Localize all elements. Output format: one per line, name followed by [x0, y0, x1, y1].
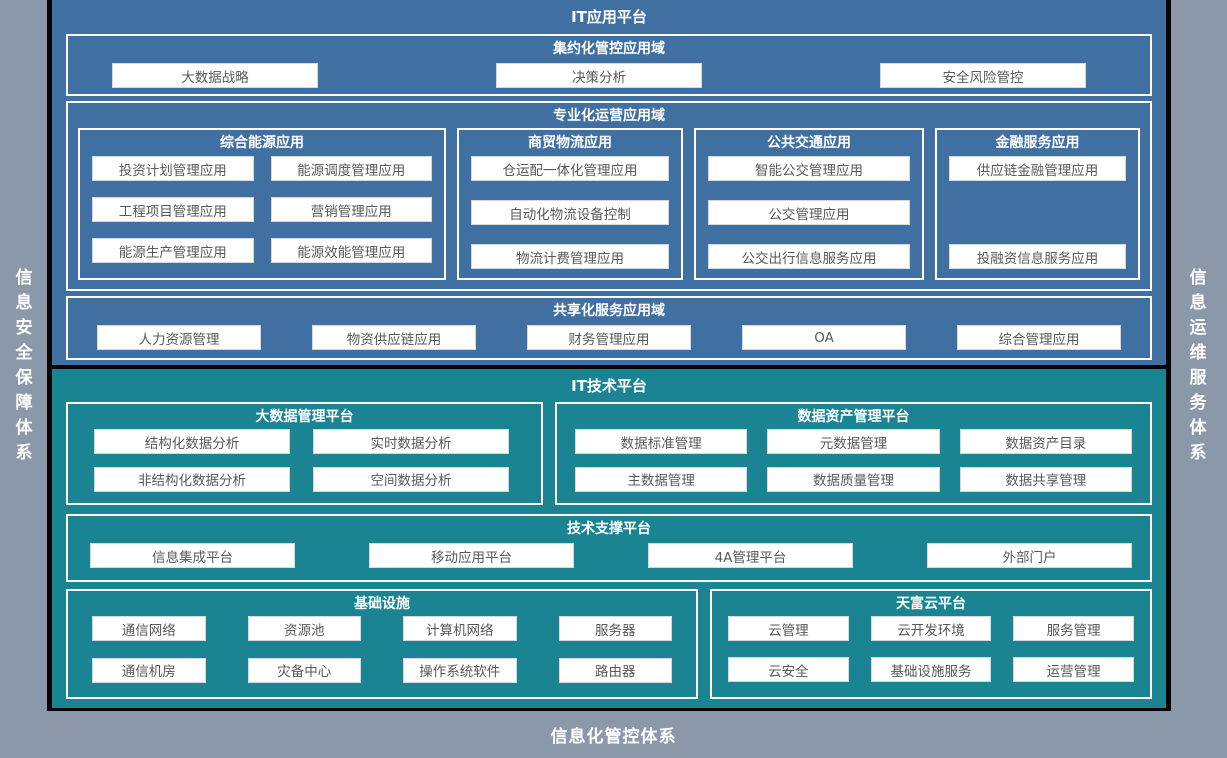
group-trade-logistics: 商贸物流应用 仓运配一体化管理应用 自动化物流设备控制 物流计费管理应用	[457, 128, 683, 280]
group-integrated-energy: 综合能源应用 投资计划管理应用 能源调度管理应用 工程项目管理应用 营销管理应用…	[78, 128, 446, 280]
bigdata-platform-title: 大数据管理平台	[255, 409, 354, 425]
card-spatial-data-analysis: 空间数据分析	[313, 466, 509, 492]
shared-service-domain-box: 共享化服务应用域 人力资源管理 物资供应链应用 财务管理应用 OA 综合管理应用	[66, 296, 1152, 360]
card-material-supply-chain: 物资供应链应用	[312, 325, 476, 350]
group-integrated-energy-items: 投资计划管理应用 能源调度管理应用 工程项目管理应用 营销管理应用 能源生产管理…	[80, 153, 444, 278]
card-info-integration-platform: 信息集成平台	[90, 543, 295, 568]
intensive-domain-items: 大数据战略 决策分析 安全风险管控	[68, 59, 1150, 88]
card-structured-data-analysis: 结构化数据分析	[94, 429, 290, 454]
card-router: 路由器	[558, 657, 672, 683]
professional-domain-groups: 综合能源应用 投资计划管理应用 能源调度管理应用 工程项目管理应用 营销管理应用…	[68, 126, 1150, 289]
card-energy-production: 能源生产管理应用	[92, 238, 254, 263]
card-data-quality-mgmt: 数据质量管理	[767, 466, 940, 492]
tianfu-cloud-platform-box: 天富云平台 云管理 云开发环境 服务管理 云安全 基础设施服务 运营管理	[710, 589, 1152, 699]
card-bus-mgmt: 公交管理应用	[708, 200, 910, 225]
card-comprehensive-mgmt: 综合管理应用	[957, 325, 1121, 350]
infrastructure-title: 基础设施	[354, 596, 410, 612]
card-smart-bus-mgmt: 智能公交管理应用	[708, 156, 910, 181]
tech-support-platform-items: 信息集成平台 移动应用平台 4A管理平台 外部门户	[68, 539, 1150, 568]
card-supply-chain-finance: 供应链金融管理应用	[949, 156, 1126, 181]
card-disaster-recovery-center: 灾备中心	[247, 657, 361, 683]
tech-support-platform-title: 技术支撑平台	[567, 521, 651, 537]
card-energy-dispatch: 能源调度管理应用	[270, 156, 432, 181]
card-hr-mgmt: 人力资源管理	[97, 325, 261, 350]
card-financial-mgmt: 财务管理应用	[527, 325, 691, 350]
card-bus-travel-info: 公交出行信息服务应用	[708, 244, 910, 269]
card-warehouse-transport-integration: 仓运配一体化管理应用	[471, 156, 669, 181]
left-sidebar-label: 信息安全保障体系	[15, 268, 33, 463]
app-platform-title: IT应用平台	[571, 8, 647, 26]
intensive-control-domain-box: 集约化管控应用域 大数据战略 决策分析 安全风险管控	[66, 34, 1152, 96]
card-resource-pool: 资源池	[247, 616, 361, 641]
card-cloud-mgmt: 云管理	[728, 616, 849, 641]
group-financial-services-items: 供应链金融管理应用 投融资信息服务应用	[937, 153, 1138, 278]
card-metadata-mgmt: 元数据管理	[767, 429, 940, 454]
professional-domain-title: 专业化运营应用域	[553, 108, 665, 124]
infrastructure-box: 基础设施 通信网络 资源池 计算机网络 服务器 通信机房 灾备中心 操作系统软件…	[66, 589, 698, 699]
card-data-sharing-mgmt: 数据共享管理	[959, 466, 1132, 492]
card-data-standard-mgmt: 数据标准管理	[575, 429, 748, 454]
card-energy-efficiency: 能源效能管理应用	[270, 238, 432, 263]
bigdata-mgmt-platform-box: 大数据管理平台 结构化数据分析 实时数据分析 非结构化数据分析 空间数据分析	[66, 402, 543, 505]
shared-domain-title: 共享化服务应用域	[553, 303, 665, 319]
card-data-asset-catalog: 数据资产目录	[959, 429, 1132, 454]
tech-platform-title: IT技术平台	[571, 377, 647, 395]
card-engineering-project: 工程项目管理应用	[92, 197, 254, 222]
card-external-portal: 外部门户	[927, 543, 1132, 568]
card-big-data-strategy: 大数据战略	[112, 63, 318, 88]
it-technology-platform-section: IT技术平台 大数据管理平台 结构化数据分析 实时数据分析 非结构化数据分析 空…	[52, 369, 1166, 711]
tech-platform-row-data: 大数据管理平台 结构化数据分析 实时数据分析 非结构化数据分析 空间数据分析 数…	[66, 402, 1152, 505]
architecture-diagram: IT应用平台 集约化管控应用域 大数据战略 决策分析 安全风险管控 专业化运营应…	[47, 0, 1171, 711]
group-financial-services-title: 金融服务应用	[995, 135, 1080, 151]
card-cloud-security: 云安全	[728, 657, 849, 682]
right-sidebar-label: 信息运维服务体系	[1189, 268, 1207, 463]
card-mobile-app-platform: 移动应用平台	[369, 543, 574, 568]
card-logistics-billing: 物流计费管理应用	[471, 244, 669, 269]
group-trade-logistics-title: 商贸物流应用	[528, 135, 612, 151]
tianfu-cloud-platform-title: 天富云平台	[896, 596, 966, 612]
card-master-data-mgmt: 主数据管理	[575, 466, 748, 492]
card-infra-services: 基础设施服务	[870, 657, 992, 682]
card-cloud-dev-env: 云开发环境	[870, 616, 992, 641]
card-server: 服务器	[558, 616, 672, 641]
card-investment-planning: 投资计划管理应用	[92, 156, 254, 181]
card-oa: OA	[742, 325, 906, 350]
card-decision-analysis: 决策分析	[496, 63, 702, 88]
group-financial-services: 金融服务应用 供应链金融管理应用 投融资信息服务应用	[935, 128, 1140, 280]
card-realtime-data-analysis: 实时数据分析	[313, 429, 509, 454]
card-computer-network: 计算机网络	[403, 616, 517, 641]
bigdata-platform-items: 结构化数据分析 实时数据分析 非结构化数据分析 空间数据分析	[68, 427, 541, 503]
shared-domain-items: 人力资源管理 物资供应链应用 财务管理应用 OA 综合管理应用	[68, 321, 1150, 350]
group-integrated-energy-title: 综合能源应用	[220, 135, 304, 151]
bottom-bar-label: 信息化管控体系	[550, 727, 677, 747]
group-public-transport-items: 智能公交管理应用 公交管理应用 公交出行信息服务应用	[696, 153, 922, 278]
infrastructure-items: 通信网络 资源池 计算机网络 服务器 通信机房 灾备中心 操作系统软件 路由器	[68, 614, 696, 697]
card-marketing-mgmt: 营销管理应用	[270, 197, 432, 222]
intensive-domain-title: 集约化管控应用域	[553, 41, 665, 57]
data-asset-mgmt-platform-box: 数据资产管理平台 数据标准管理 元数据管理 数据资产目录 主数据管理 数据质量管…	[555, 402, 1152, 505]
tech-platform-row-infra: 基础设施 通信网络 资源池 计算机网络 服务器 通信机房 灾备中心 操作系统软件…	[66, 589, 1152, 699]
card-operations-mgmt: 运营管理	[1013, 657, 1134, 682]
card-os-software: 操作系统软件	[403, 657, 517, 683]
data-asset-platform-items: 数据标准管理 元数据管理 数据资产目录 主数据管理 数据质量管理 数据共享管理	[557, 427, 1150, 503]
card-4a-mgmt-platform: 4A管理平台	[648, 543, 853, 568]
group-public-transport: 公共交通应用 智能公交管理应用 公交管理应用 公交出行信息服务应用	[694, 128, 924, 280]
card-investment-financing-info: 投融资信息服务应用	[949, 244, 1126, 269]
card-unstructured-data-analysis: 非结构化数据分析	[94, 466, 290, 492]
card-automated-logistics-equipment: 自动化物流设备控制	[471, 200, 669, 225]
group-trade-logistics-items: 仓运配一体化管理应用 自动化物流设备控制 物流计费管理应用	[459, 153, 681, 278]
professional-operation-domain-box: 专业化运营应用域 综合能源应用 投资计划管理应用 能源调度管理应用 工程项目管理…	[66, 101, 1152, 291]
bottom-bar: 信息化管控体系	[0, 711, 1227, 758]
tianfu-cloud-platform-items: 云管理 云开发环境 服务管理 云安全 基础设施服务 运营管理	[712, 614, 1150, 697]
tech-support-platform-box: 技术支撑平台 信息集成平台 移动应用平台 4A管理平台 外部门户	[66, 514, 1152, 582]
group-public-transport-title: 公共交通应用	[767, 135, 851, 151]
card-service-mgmt: 服务管理	[1013, 616, 1134, 641]
data-asset-platform-title: 数据资产管理平台	[797, 409, 910, 425]
card-security-risk-control: 安全风险管控	[880, 63, 1086, 88]
it-application-platform-section: IT应用平台 集约化管控应用域 大数据战略 决策分析 安全风险管控 专业化运营应…	[52, 0, 1166, 369]
card-comm-room: 通信机房	[92, 657, 206, 683]
card-comm-network: 通信网络	[92, 616, 206, 641]
